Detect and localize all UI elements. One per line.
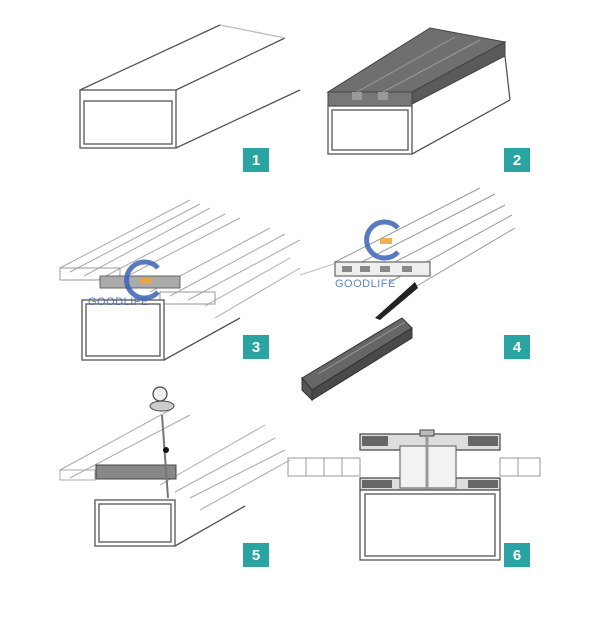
watermark-text-left: GOODLIFE <box>88 296 149 308</box>
step-badge-2: 2 <box>504 148 530 172</box>
watermark-logo-right <box>364 219 400 261</box>
step-badge-1: 1 <box>243 148 269 172</box>
step-badge-5: 5 <box>243 543 269 567</box>
step-badge-3: 3 <box>243 335 269 359</box>
step-badge-6: 6 <box>504 543 530 567</box>
step-3-sheets-illustration <box>59 199 301 361</box>
step-5-screw-illustration <box>59 386 291 547</box>
step-1-tube-illustration <box>79 24 301 149</box>
watermark-text-right: GOODLIFE <box>335 278 396 290</box>
step-2-base-profile-illustration <box>326 27 511 155</box>
step-6-cross-section-illustration <box>287 429 541 561</box>
step-4-cap-illustration <box>299 187 516 402</box>
step-badge-4: 4 <box>504 335 530 359</box>
watermark-logo-left <box>124 259 160 301</box>
